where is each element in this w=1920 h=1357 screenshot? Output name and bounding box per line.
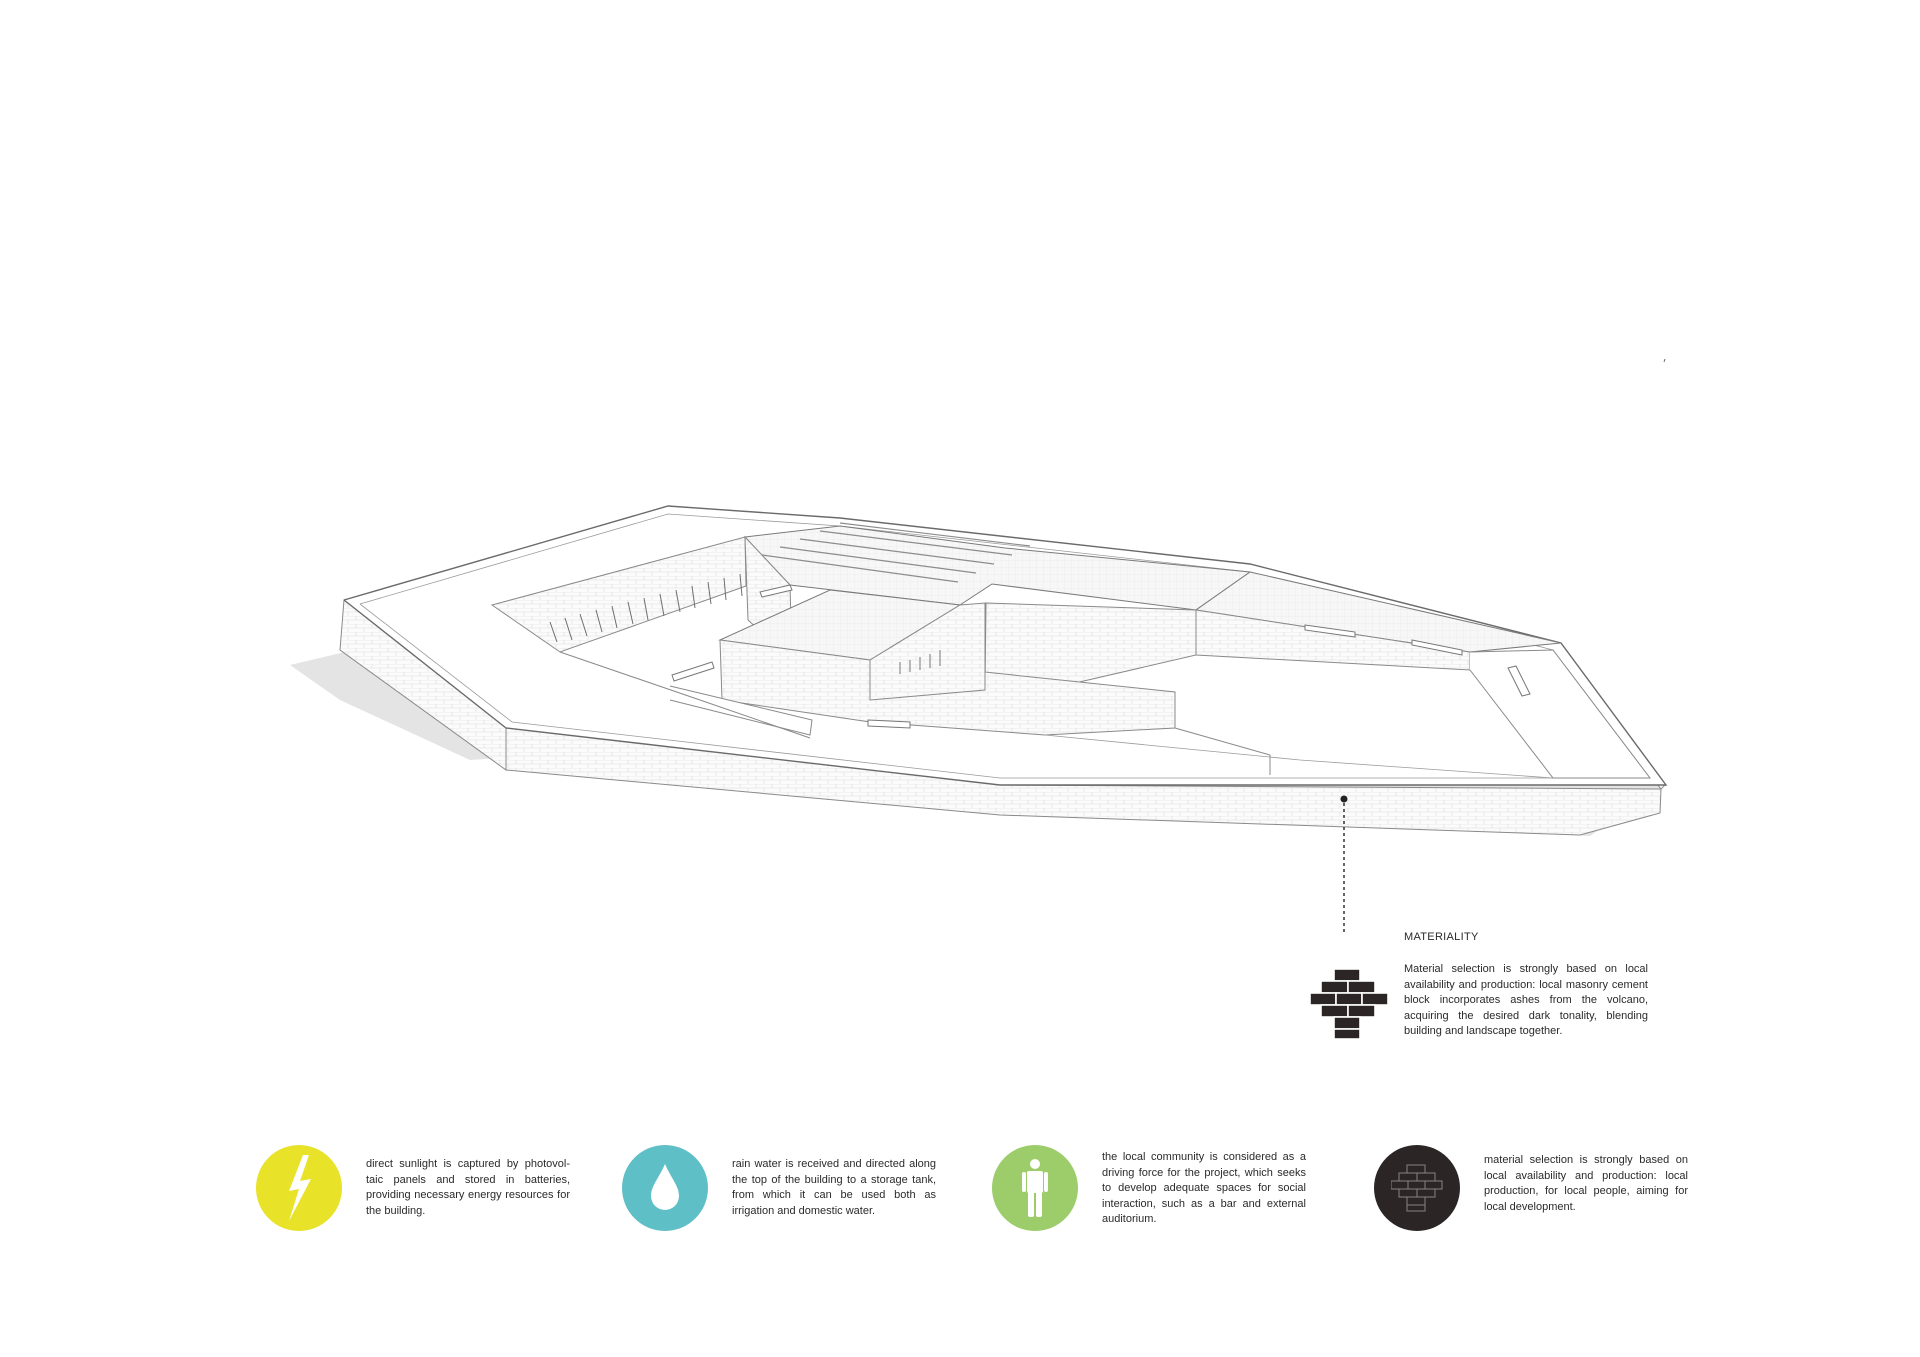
feature-community-text: the local community is considered as a d… — [1102, 1151, 1306, 1225]
ramp-edge — [669, 685, 813, 736]
glazing-panels — [549, 573, 743, 643]
person-icon — [1022, 1159, 1048, 1217]
water-drop-icon — [651, 1164, 679, 1210]
brick-wall-icon — [1310, 968, 1388, 1040]
pavilion-wall-east — [869, 602, 986, 701]
solar-panels — [761, 522, 1031, 583]
brick-wall-icon — [1391, 1164, 1443, 1212]
water-circle — [622, 1145, 708, 1231]
lightning-bolt-icon — [289, 1155, 311, 1221]
material-circle — [1374, 1145, 1460, 1231]
benches — [671, 584, 1531, 729]
energy-circle — [256, 1145, 342, 1231]
courtyard-wall-north — [490, 536, 747, 653]
feature-material-text: material selection is strongly based on … — [1484, 1154, 1688, 1213]
feature-water-text: rain water is received and directed alon… — [732, 1158, 936, 1217]
terrace-edge-east — [1174, 727, 1271, 775]
stray-mark — [1663, 358, 1666, 363]
community-circle — [992, 1145, 1078, 1231]
terrace-edge-south — [559, 651, 811, 739]
callout-marker — [1340, 795, 1348, 803]
terrace-edge-inner — [1044, 734, 1554, 779]
materiality-description: Material selection is strongly based on … — [1404, 963, 1648, 1037]
pavilion-glazing — [899, 650, 941, 674]
materiality-title: MATERIALITY — [1404, 931, 1479, 943]
feature-energy-text: direct sunlight is captured by photovol-… — [366, 1158, 570, 1217]
